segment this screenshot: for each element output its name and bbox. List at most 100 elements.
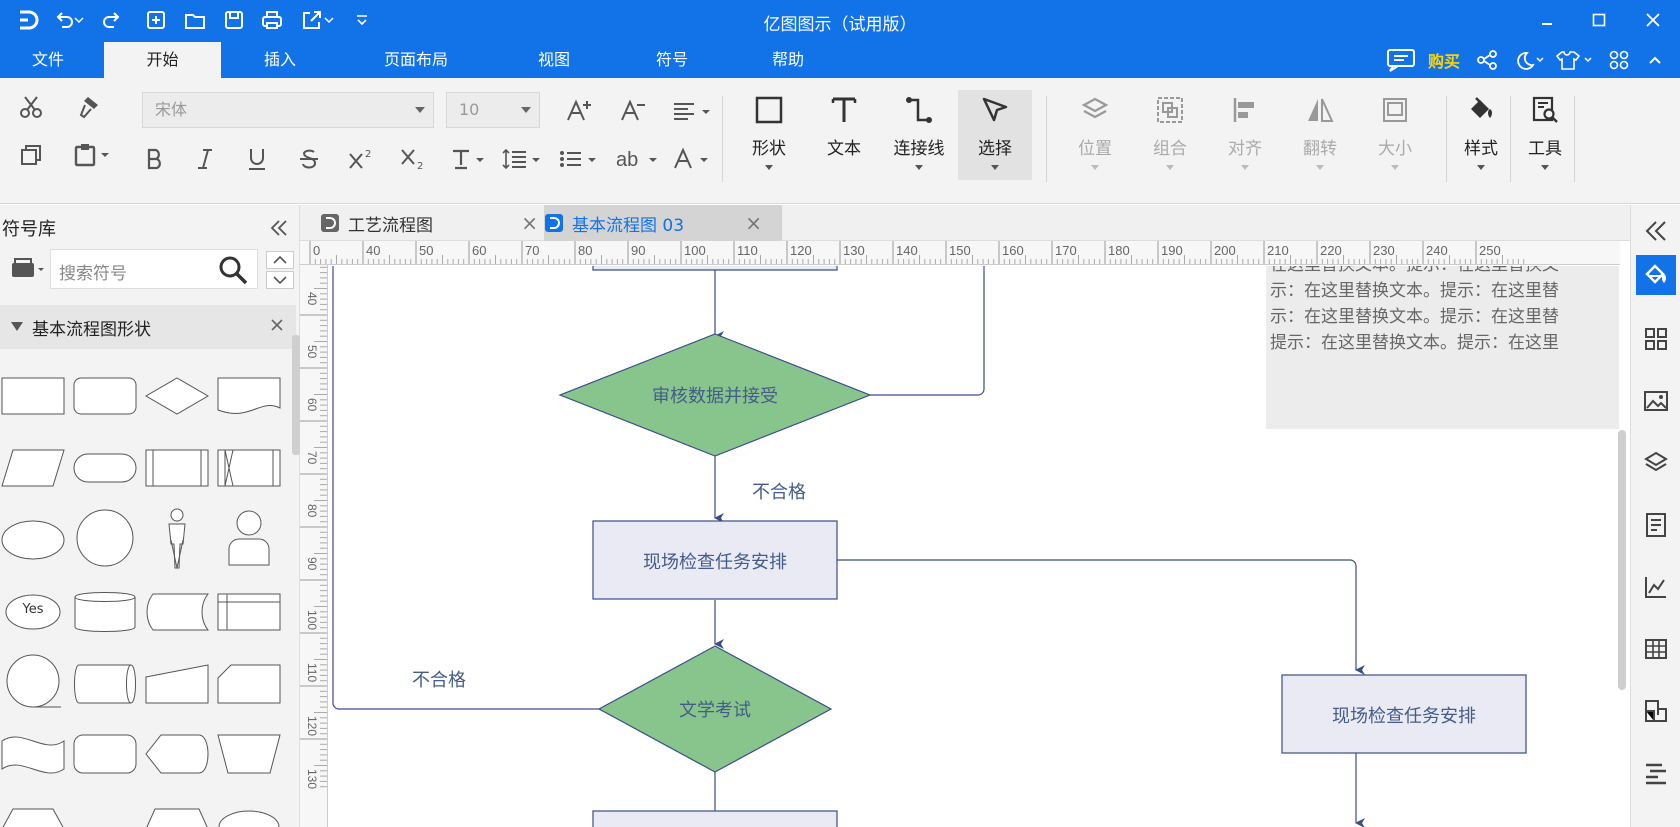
shape-display[interactable] <box>144 725 210 783</box>
new-file-icon[interactable] <box>144 8 168 32</box>
shape-card[interactable] <box>216 655 282 713</box>
font-family-select[interactable]: 宋体 <box>142 92 434 128</box>
shape-cylinder-horizontal[interactable] <box>72 583 138 641</box>
shape-decision[interactable] <box>144 367 210 425</box>
close-window-icon[interactable] <box>1638 6 1668 34</box>
share-icon[interactable] <box>1474 47 1500 73</box>
bullet-list-icon[interactable] <box>556 144 600 174</box>
shape-user[interactable] <box>216 505 282 571</box>
app-logo-icon[interactable] <box>16 8 40 32</box>
shape-circle[interactable] <box>72 505 138 571</box>
library-manager-icon[interactable] <box>10 255 46 283</box>
open-folder-icon[interactable] <box>183 8 207 32</box>
expand-triangle-icon[interactable] <box>10 321 24 337</box>
shape-actor[interactable] <box>144 505 210 571</box>
theme-moon-icon[interactable] <box>1510 47 1546 73</box>
page-properties-icon[interactable] <box>1636 505 1676 545</box>
shape-hexagon-partial[interactable] <box>0 797 66 827</box>
redo-icon[interactable] <box>100 8 124 32</box>
shape-table-frame[interactable] <box>216 583 282 641</box>
customize-toolbar-icon[interactable] <box>350 8 374 32</box>
close-library-icon[interactable] <box>270 318 284 336</box>
menu-file[interactable]: 文件 <box>31 50 64 69</box>
line-spacing-icon[interactable] <box>500 144 544 174</box>
increase-font-icon[interactable] <box>564 96 594 126</box>
floor-plan-icon[interactable] <box>1636 691 1676 731</box>
font-size-select[interactable]: 10 <box>446 92 540 128</box>
shape-manual-operation[interactable] <box>216 725 282 783</box>
underline-icon[interactable] <box>242 144 272 174</box>
connector-tool-button[interactable]: 连接线 <box>886 90 952 180</box>
undo-dropdown-icon[interactable] <box>72 8 86 32</box>
table-icon[interactable] <box>1636 629 1676 669</box>
node-review-text[interactable]: 审核数据并接受 <box>652 386 778 407</box>
library-header[interactable]: 基本流程图形状 <box>0 305 296 349</box>
edge-label-fail[interactable]: 不合格 <box>752 482 806 503</box>
text-tool-button[interactable]: 文本 <box>811 90 877 180</box>
layers-icon[interactable] <box>1636 443 1676 483</box>
node-exam-text[interactable]: 文学考试 <box>679 700 751 721</box>
font-color-icon[interactable] <box>670 144 714 174</box>
close-tab-icon[interactable]: × <box>521 211 538 235</box>
export-dropdown-icon[interactable] <box>322 8 336 32</box>
position-tool-button[interactable]: 位置 <box>1062 90 1128 180</box>
collapse-ribbon-icon[interactable] <box>1640 47 1670 73</box>
text-case-icon[interactable]: ab <box>614 144 660 174</box>
scroll-up-button[interactable] <box>266 251 294 269</box>
flip-tool-button[interactable]: 翻转 <box>1287 90 1353 180</box>
tab-process-flow[interactable]: 工艺流程图 × <box>320 205 558 241</box>
shape-on-page-reference[interactable] <box>0 649 66 715</box>
shape-preparation-partial[interactable] <box>144 797 210 827</box>
save-icon[interactable] <box>222 8 246 32</box>
text-style-icon[interactable] <box>448 144 488 174</box>
shape-direct-data[interactable] <box>72 655 138 713</box>
menu-symbol[interactable]: 符号 <box>655 50 688 69</box>
menu-view[interactable]: 视图 <box>537 50 570 69</box>
tools-button[interactable]: 工具 <box>1512 90 1578 180</box>
collapse-left-panel-icon[interactable] <box>266 215 292 241</box>
canvas-vertical-scrollbar[interactable] <box>1618 430 1626 690</box>
close-tab-icon[interactable]: × <box>745 211 762 235</box>
shape-rounded-rect[interactable] <box>72 367 138 425</box>
shapes-grid-icon[interactable] <box>1636 319 1676 359</box>
expand-right-panel-icon[interactable] <box>1636 211 1676 251</box>
gantt-icon[interactable] <box>1636 753 1676 793</box>
copy-icon[interactable] <box>16 140 46 170</box>
export-icon[interactable] <box>300 8 324 32</box>
shape-data[interactable] <box>0 439 66 497</box>
bold-icon[interactable] <box>140 144 170 174</box>
shape-ellipse-partial[interactable] <box>216 797 282 827</box>
menu-insert[interactable]: 插入 <box>263 50 296 69</box>
minimize-icon[interactable] <box>1532 6 1562 34</box>
drawing-canvas[interactable]: 在这里替换文本。提示：在这里替换文 示：在这里替换文本。提示：在这里替 示：在这… <box>329 266 1619 827</box>
shape-predefined-process[interactable] <box>144 439 210 497</box>
node-inspect1-text[interactable]: 现场检查任务安排 <box>643 552 787 573</box>
skin-shirt-icon[interactable] <box>1554 47 1596 73</box>
feedback-icon[interactable] <box>1384 47 1418 73</box>
group-tool-button[interactable]: 组合 <box>1137 90 1203 180</box>
shape-delay-rect[interactable] <box>72 725 138 783</box>
image-icon[interactable] <box>1636 381 1676 421</box>
chart-icon[interactable] <box>1636 567 1676 607</box>
decrease-font-icon[interactable] <box>618 96 648 126</box>
node-inspect2-text[interactable]: 现场检查任务安排 <box>1332 706 1476 727</box>
superscript-icon[interactable]: 2 <box>346 144 376 174</box>
search-icon[interactable] <box>217 254 249 290</box>
edge-label-fail[interactable]: 不合格 <box>412 670 466 691</box>
style-tool-button[interactable]: 样式 <box>1448 90 1514 180</box>
buy-button[interactable]: 购买 <box>1427 52 1460 71</box>
format-painter-icon[interactable] <box>76 92 106 122</box>
menu-page-layout[interactable]: 页面布局 <box>383 50 448 69</box>
shape-process[interactable] <box>0 367 66 425</box>
shape-tape[interactable] <box>0 725 66 783</box>
shape-terminator[interactable] <box>72 439 138 497</box>
size-tool-button[interactable]: 大小 <box>1362 90 1428 180</box>
tab-basic-flow-03[interactable]: 基本流程图 03 × <box>544 205 782 241</box>
print-icon[interactable] <box>260 8 284 32</box>
library-scrollbar[interactable] <box>292 335 300 455</box>
align-tool-button[interactable]: 对齐 <box>1212 90 1278 180</box>
text-note-block[interactable]: 在这里替换文本。提示：在这里替换文 示：在这里替换文本。提示：在这里替 示：在这… <box>1266 266 1619 429</box>
menu-home[interactable]: 开始 <box>104 42 221 78</box>
shape-manual-input[interactable] <box>144 655 210 713</box>
select-tool-button[interactable]: 选择 <box>958 90 1032 180</box>
